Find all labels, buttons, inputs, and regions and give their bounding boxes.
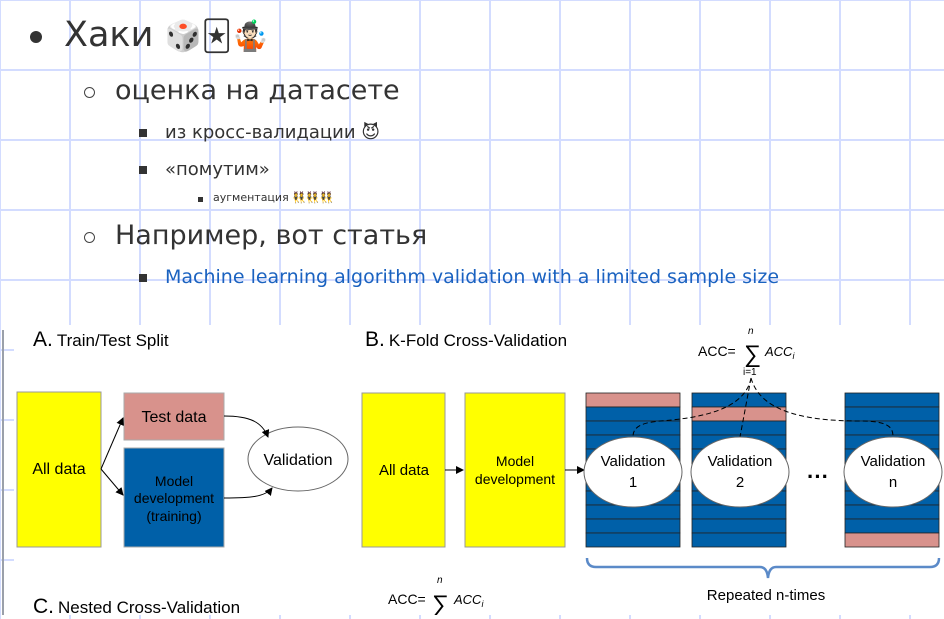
all-data-label: All data bbox=[32, 461, 85, 478]
train-fold bbox=[844, 420, 940, 436]
train-fold bbox=[844, 406, 940, 422]
validation-label: Validation bbox=[601, 453, 666, 470]
formula-lower: i=1 bbox=[743, 367, 757, 378]
bullet-square bbox=[139, 274, 147, 282]
validation-ellipse bbox=[583, 436, 683, 508]
formula-lhs: ACC= bbox=[698, 343, 736, 359]
dashed-connectors bbox=[632, 377, 894, 438]
section-a-title: A.Train/Test Split bbox=[33, 328, 169, 351]
train-fold bbox=[844, 518, 940, 534]
list-item-eval[interactable]: оценка на датасете bbox=[115, 75, 400, 106]
model-label: Model bbox=[496, 453, 534, 469]
sigma-symbol: ∑ bbox=[432, 591, 449, 615]
list-item-noise[interactable]: «помутим» bbox=[165, 159, 270, 180]
dancers-emoji-icon: 👯👯👯 bbox=[292, 191, 334, 204]
train-fold bbox=[844, 392, 940, 408]
train-fold bbox=[691, 518, 787, 534]
item-text: аугментация bbox=[213, 191, 289, 204]
bullet-square bbox=[139, 129, 147, 137]
validation-diagram-image[interactable]: A.Train/Test Split All data Test data Mo… bbox=[14, 325, 944, 618]
test-data-label: Test data bbox=[142, 409, 207, 426]
bullet-circle bbox=[84, 232, 95, 243]
all-data-box bbox=[361, 392, 446, 548]
arrow bbox=[223, 415, 270, 438]
train-fold bbox=[585, 406, 681, 422]
bullet-circle bbox=[84, 87, 95, 98]
section-c-title: C.Nested Cross-Validation bbox=[33, 595, 240, 615]
devil-emoji-icon: 😈 bbox=[361, 122, 381, 143]
model-development-box bbox=[464, 392, 566, 548]
validation-label: 1 bbox=[629, 474, 637, 491]
list-item-example[interactable]: Например, вот статья bbox=[115, 220, 428, 251]
list-item-augmentation[interactable]: аугментация 👯👯👯 bbox=[213, 191, 333, 204]
train-fold bbox=[691, 532, 787, 548]
formula-term: ACCi bbox=[453, 592, 484, 609]
arrow bbox=[100, 468, 124, 496]
test-fold bbox=[585, 392, 681, 408]
model-label: (training) bbox=[146, 508, 201, 524]
train-fold bbox=[585, 532, 681, 548]
validation-ellipse bbox=[690, 436, 790, 508]
validation-label: Validation bbox=[263, 452, 332, 469]
model-label: Model bbox=[155, 473, 193, 489]
arrow bbox=[223, 487, 273, 499]
all-data-box bbox=[16, 391, 102, 548]
bullet-dot bbox=[30, 31, 42, 43]
sigma-symbol: ∑ bbox=[744, 341, 761, 368]
heading-hacks[interactable]: Хаки 🎲🃏🤹🏻 bbox=[64, 15, 269, 55]
ellipsis: ··· bbox=[807, 464, 829, 489]
bullet-square bbox=[139, 166, 147, 174]
train-fold bbox=[691, 420, 787, 436]
repeated-label: Repeated n-times bbox=[707, 587, 825, 604]
bullet-square-small bbox=[198, 197, 203, 202]
all-data-label: All data bbox=[379, 462, 430, 479]
validation-label: Validation bbox=[708, 453, 773, 470]
formula-lhs: ACC= bbox=[388, 591, 426, 607]
formula-term: ACCi bbox=[764, 344, 795, 361]
validation-label: n bbox=[889, 474, 897, 491]
train-fold bbox=[585, 518, 681, 534]
list-item-cv[interactable]: из кросс-валидации 😈 bbox=[165, 122, 380, 143]
model-development-box bbox=[123, 447, 225, 548]
section-b-title: B.K-Fold Cross-Validation bbox=[365, 328, 567, 351]
test-data-box bbox=[123, 392, 225, 441]
brace bbox=[585, 557, 941, 579]
heading-text: Хаки bbox=[64, 15, 154, 55]
model-label: development bbox=[475, 471, 555, 487]
image-border bbox=[2, 330, 4, 615]
validation-label: 2 bbox=[736, 474, 744, 491]
arrow bbox=[100, 417, 124, 470]
formula-upper: n bbox=[437, 575, 443, 586]
formula-upper: n bbox=[748, 326, 754, 337]
item-text: из кросс-валидации bbox=[165, 122, 356, 143]
validation-ellipse bbox=[843, 436, 943, 508]
article-link[interactable]: Machine learning algorithm validation wi… bbox=[165, 266, 780, 288]
dice-joker-juggler-emoji-icon: 🎲🃏🤹🏻 bbox=[164, 19, 269, 54]
test-fold bbox=[844, 532, 940, 548]
model-label: development bbox=[134, 490, 214, 506]
validation-label: Validation bbox=[861, 453, 926, 470]
validation-ellipse bbox=[247, 426, 349, 492]
